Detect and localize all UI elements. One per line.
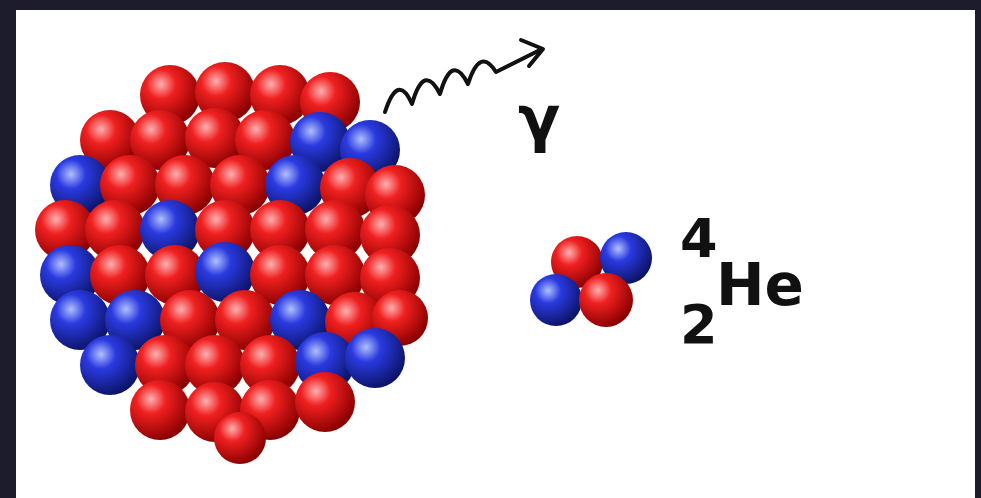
alpha-particle xyxy=(530,232,652,327)
nuclide-label: 4 xyxy=(680,212,718,266)
nuclide-label: 2 xyxy=(680,298,718,352)
gamma-symbol: γ xyxy=(518,88,560,150)
nuclide-label: He xyxy=(716,256,804,314)
nucleus xyxy=(35,62,428,464)
